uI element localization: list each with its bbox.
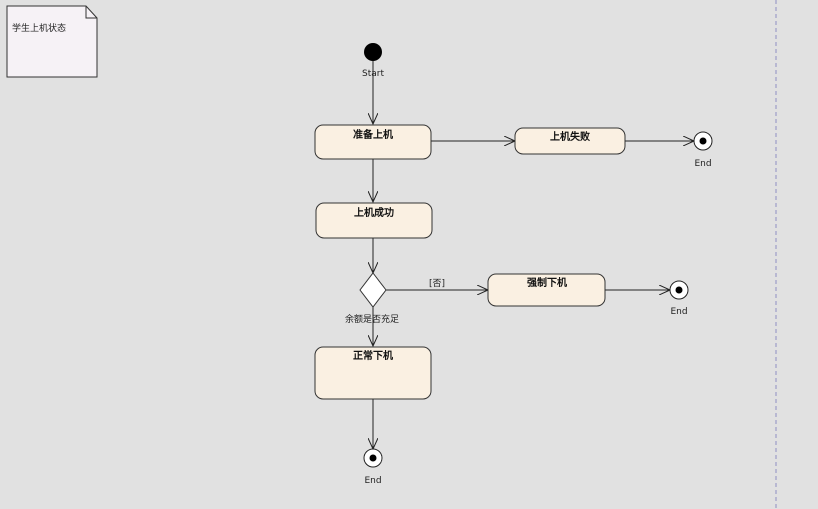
initial-node[interactable] <box>364 43 382 61</box>
final-node-2[interactable] <box>669 280 689 300</box>
guard-no-label: [否] <box>429 278 445 289</box>
decision-node[interactable] <box>359 272 387 308</box>
decision-label: 余额是否充足 <box>345 313 399 325</box>
state-fail-label: 上机失败 <box>550 130 590 143</box>
state-prepare[interactable]: 准备上机 <box>314 124 432 160</box>
final-node-3[interactable] <box>363 448 383 468</box>
state-prepare-label: 准备上机 <box>353 128 393 141</box>
state-normal-label: 正常下机 <box>353 349 393 362</box>
final-node-1[interactable] <box>693 131 713 151</box>
state-force-label: 强制下机 <box>527 276 567 289</box>
state-success[interactable]: 上机成功 <box>315 202 433 239</box>
state-success-label: 上机成功 <box>354 206 394 219</box>
end-label-1: End <box>694 159 711 169</box>
state-fail[interactable]: 上机失败 <box>514 127 626 155</box>
state-force[interactable]: 强制下机 <box>487 273 606 307</box>
end-label-3: End <box>364 476 381 486</box>
note-text: 学生上机状态 <box>12 22 66 34</box>
diagram-note[interactable]: 学生上机状态 <box>6 5 98 78</box>
state-normal[interactable]: 正常下机 <box>314 346 432 400</box>
end-label-2: End <box>670 307 687 317</box>
